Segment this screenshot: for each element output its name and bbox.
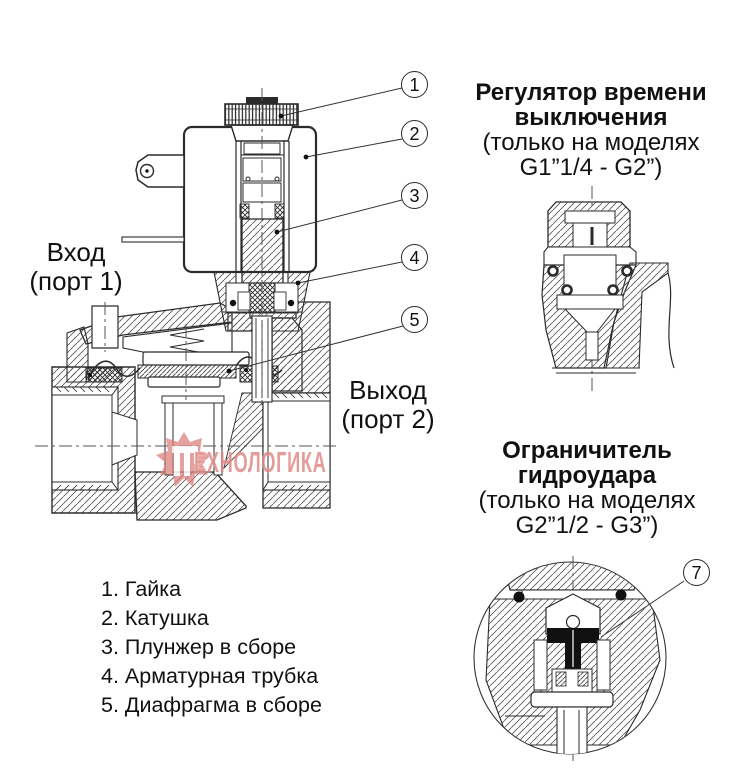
- water-hammer-note-line1: (только на моделях: [478, 487, 696, 514]
- inlet-label: Вход (порт 1): [18, 238, 134, 296]
- legend-item-5: 5. Диафрагма в сборе: [101, 693, 322, 717]
- time-regulator-title-line1: Регулятор времени: [475, 79, 707, 106]
- time-regulator-note-line1: (только на моделях: [482, 129, 700, 156]
- valve-body-drawing: [51, 301, 331, 521]
- diaphragm-drawing: [85, 351, 283, 388]
- callout-4: 4: [401, 244, 428, 271]
- legend-item-1: 1. Гайка: [101, 577, 182, 601]
- water-hammer-title-line2: гидроудара: [517, 462, 657, 489]
- callout-1: 1: [401, 71, 428, 98]
- parts-legend: 1. Гайка 2. Катушка 3. Плунжер в сборе 4…: [101, 575, 322, 720]
- water-hammer-limiter-detail-drawing: [485, 562, 661, 754]
- legend-item-3: 3. Плунжер в сборе: [101, 635, 297, 659]
- callout-5: 5: [401, 306, 428, 333]
- solenoid-drawing: [121, 97, 318, 332]
- water-hammer-heading: Ограничитель гидроудара (только на модел…: [448, 438, 726, 538]
- time-regulator-detail-drawing: [541, 201, 675, 374]
- callout-2: 2: [401, 120, 428, 147]
- callout-7: 7: [683, 559, 710, 586]
- inlet-label-line2: (порт 1): [29, 266, 123, 296]
- time-regulator-heading: Регулятор времени выключения (только на …: [452, 80, 730, 180]
- outlet-label-line2: (порт 2): [341, 404, 435, 434]
- callout-3: 3: [401, 182, 428, 209]
- water-hammer-title-line1: Ограничитель: [502, 437, 672, 464]
- inlet-label-line1: Вход: [46, 237, 106, 267]
- time-regulator-title-line2: выключения: [514, 104, 668, 131]
- legend-item-4: 4. Арматурная трубка: [101, 664, 319, 688]
- legend-item-2: 2. Катушка: [101, 606, 209, 630]
- outlet-label: Выход (порт 2): [330, 376, 446, 434]
- water-hammer-note-line2: G2”1/2 - G3”): [515, 512, 659, 539]
- outlet-label-line1: Выход: [349, 375, 427, 405]
- time-regulator-note-line2: G1”1/4 - G2”): [519, 154, 663, 181]
